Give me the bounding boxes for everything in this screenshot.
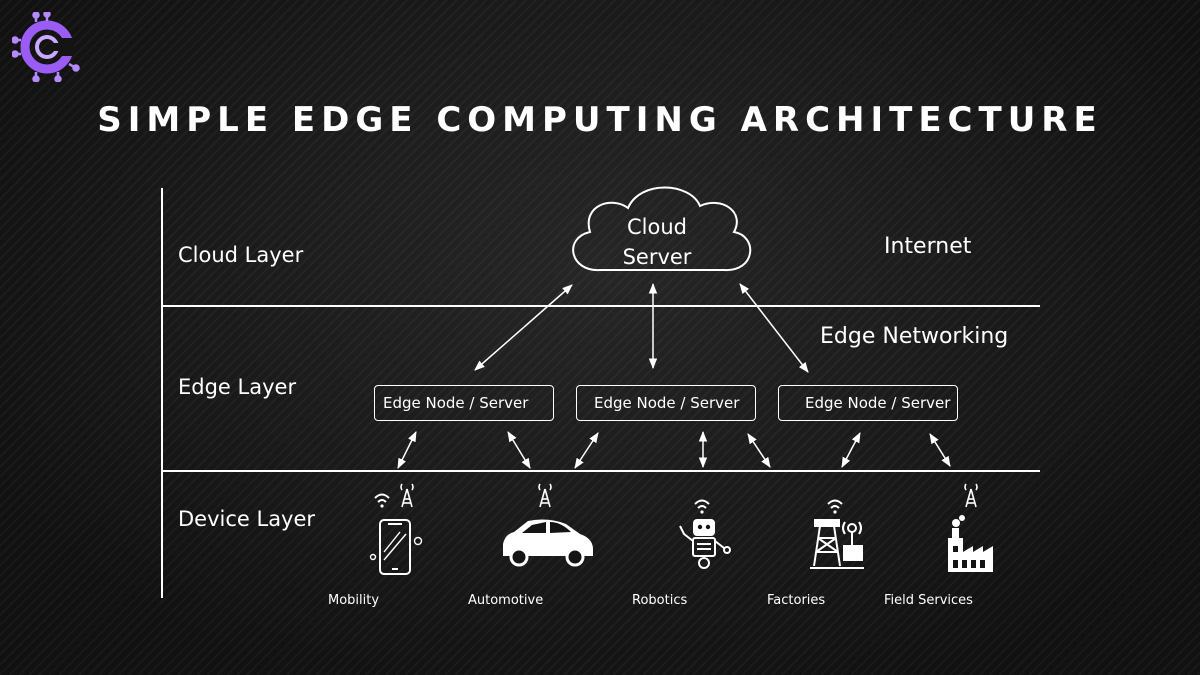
cloud-server-label: Cloud Server [600,212,714,272]
cloud-layer-label: Cloud Layer [178,243,304,267]
wifi-icon [827,499,843,514]
car-icon [503,519,593,567]
tower-icon [810,519,864,569]
arrow-node3-right [929,433,951,467]
arrow-node2-left [574,432,599,469]
brand-logo-icon [12,12,80,82]
arrow-node2-right [747,433,771,468]
cloud-server-line1: Cloud [627,215,687,239]
device-label-robotics: Robotics [632,593,688,608]
internet-label: Internet [884,234,972,259]
edge-node-3: Edge Node / Server [778,385,958,421]
device-label-field-services: Field Services [884,593,973,608]
wifi-icon [694,499,710,514]
cloud-server-line2: Server [622,245,692,269]
wifi-icon [374,493,390,508]
arrow-node3-left [841,432,861,468]
factory-icon [948,515,993,572]
edge-networking-label: Edge Networking [820,324,1009,349]
edge-node-1: Edge Node / Server [374,385,554,421]
device-label-factories: Factories [767,593,826,608]
arrow-cloud-node1 [474,284,573,371]
cloud-icon [572,186,752,272]
arrow-node1-left [397,431,417,469]
robot-icon [679,519,731,569]
arrow-node1-right [507,431,531,469]
page-title: Simple Edge Computing Architecture [97,100,1103,140]
smartphone-icon [369,519,423,575]
signal-tower-icon [400,483,414,508]
device-layer-label: Device Layer [178,507,316,531]
edge-layer-label: Edge Layer [178,375,297,399]
device-label-automotive: Automotive [468,593,544,608]
signal-tower-icon [964,483,978,508]
signal-tower-icon [538,483,552,508]
device-label-mobility: Mobility [328,593,380,608]
arrow-cloud-node3 [739,283,809,373]
edge-node-2: Edge Node / Server [576,385,756,421]
